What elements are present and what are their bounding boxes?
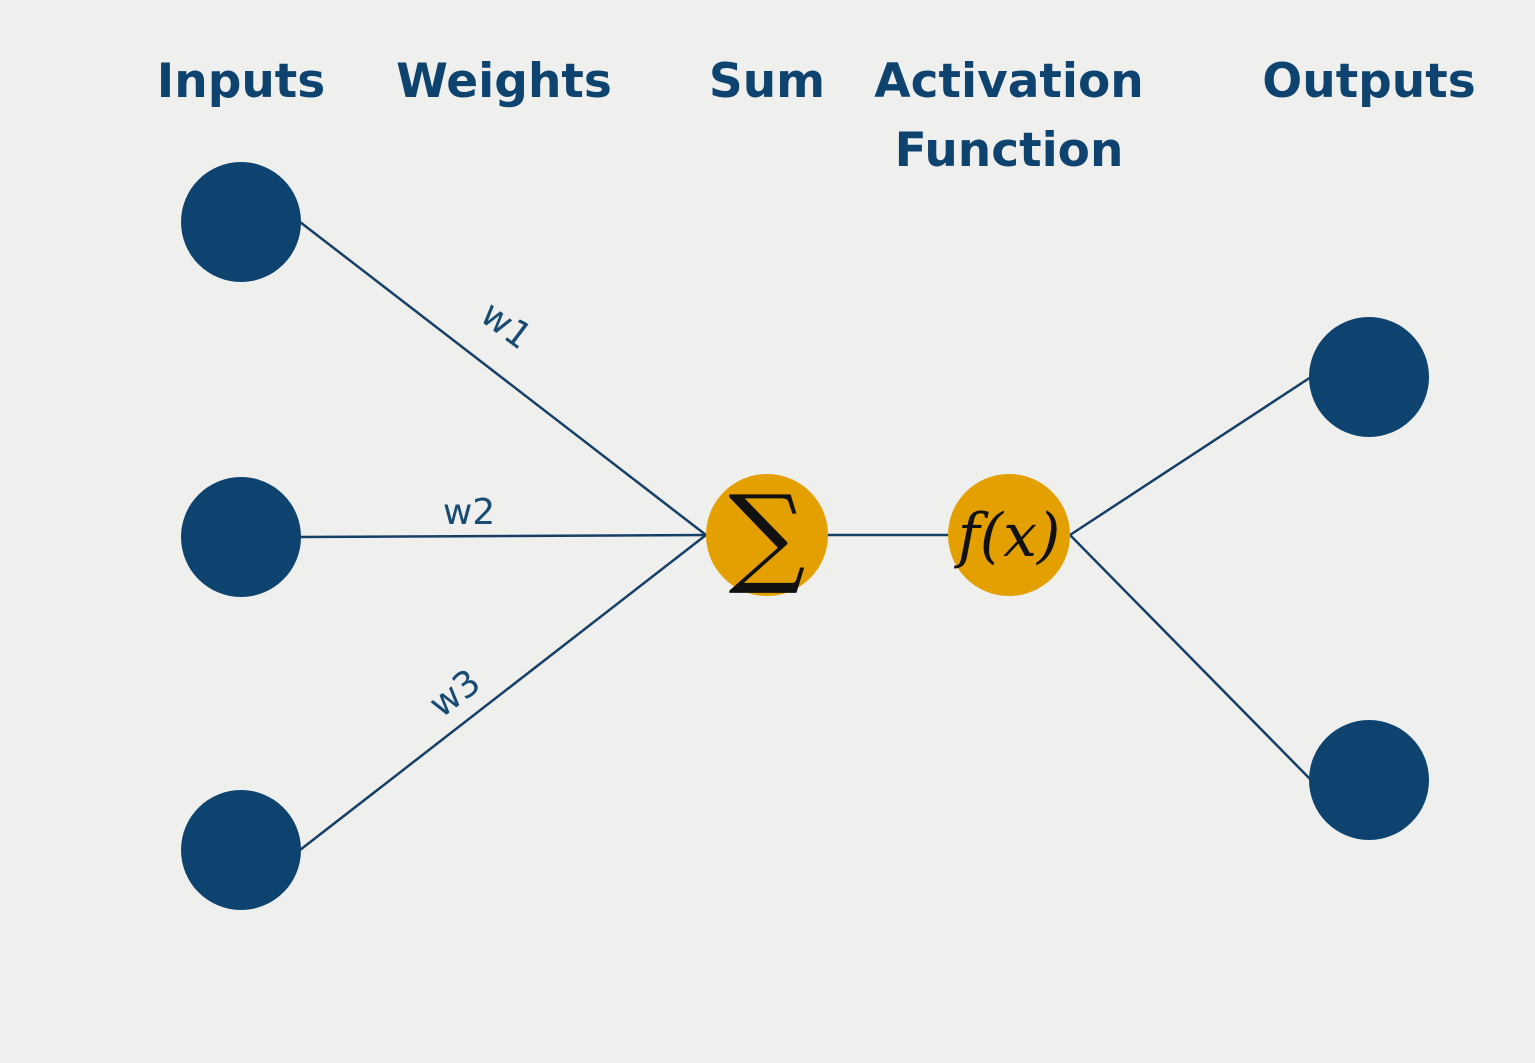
heading-sum: Sum (709, 54, 825, 109)
heading-weights: Weights (396, 54, 612, 109)
weight-label-w2: w2 (443, 492, 495, 533)
heading-activation-line2: Function (895, 123, 1124, 178)
input-node-3 (181, 790, 301, 910)
heading-outputs: Outputs (1262, 54, 1475, 109)
edge-input2-to-sum (299, 533, 707, 539)
input-node-2 (181, 477, 301, 597)
sum-symbol: ∑ (728, 473, 805, 598)
activation-node (948, 474, 1070, 596)
input-node-1 (181, 162, 301, 282)
output-node-2 (1309, 720, 1429, 840)
edge-input3-to-sum (299, 534, 707, 851)
heading-inputs: Inputs (157, 54, 326, 109)
weight-label-w3: w3 (422, 662, 488, 726)
heading-activation-line1: Activation (874, 54, 1144, 109)
sum-node (706, 474, 828, 596)
weight-label-w1: w1 (473, 294, 539, 358)
activation-symbol: f(x) (954, 501, 1061, 571)
output-node-1 (1309, 317, 1429, 437)
edge-activation-to-output2 (1069, 534, 1312, 781)
edge-input1-to-sum (299, 221, 707, 536)
edge-activation-to-output1 (1069, 375, 1312, 537)
